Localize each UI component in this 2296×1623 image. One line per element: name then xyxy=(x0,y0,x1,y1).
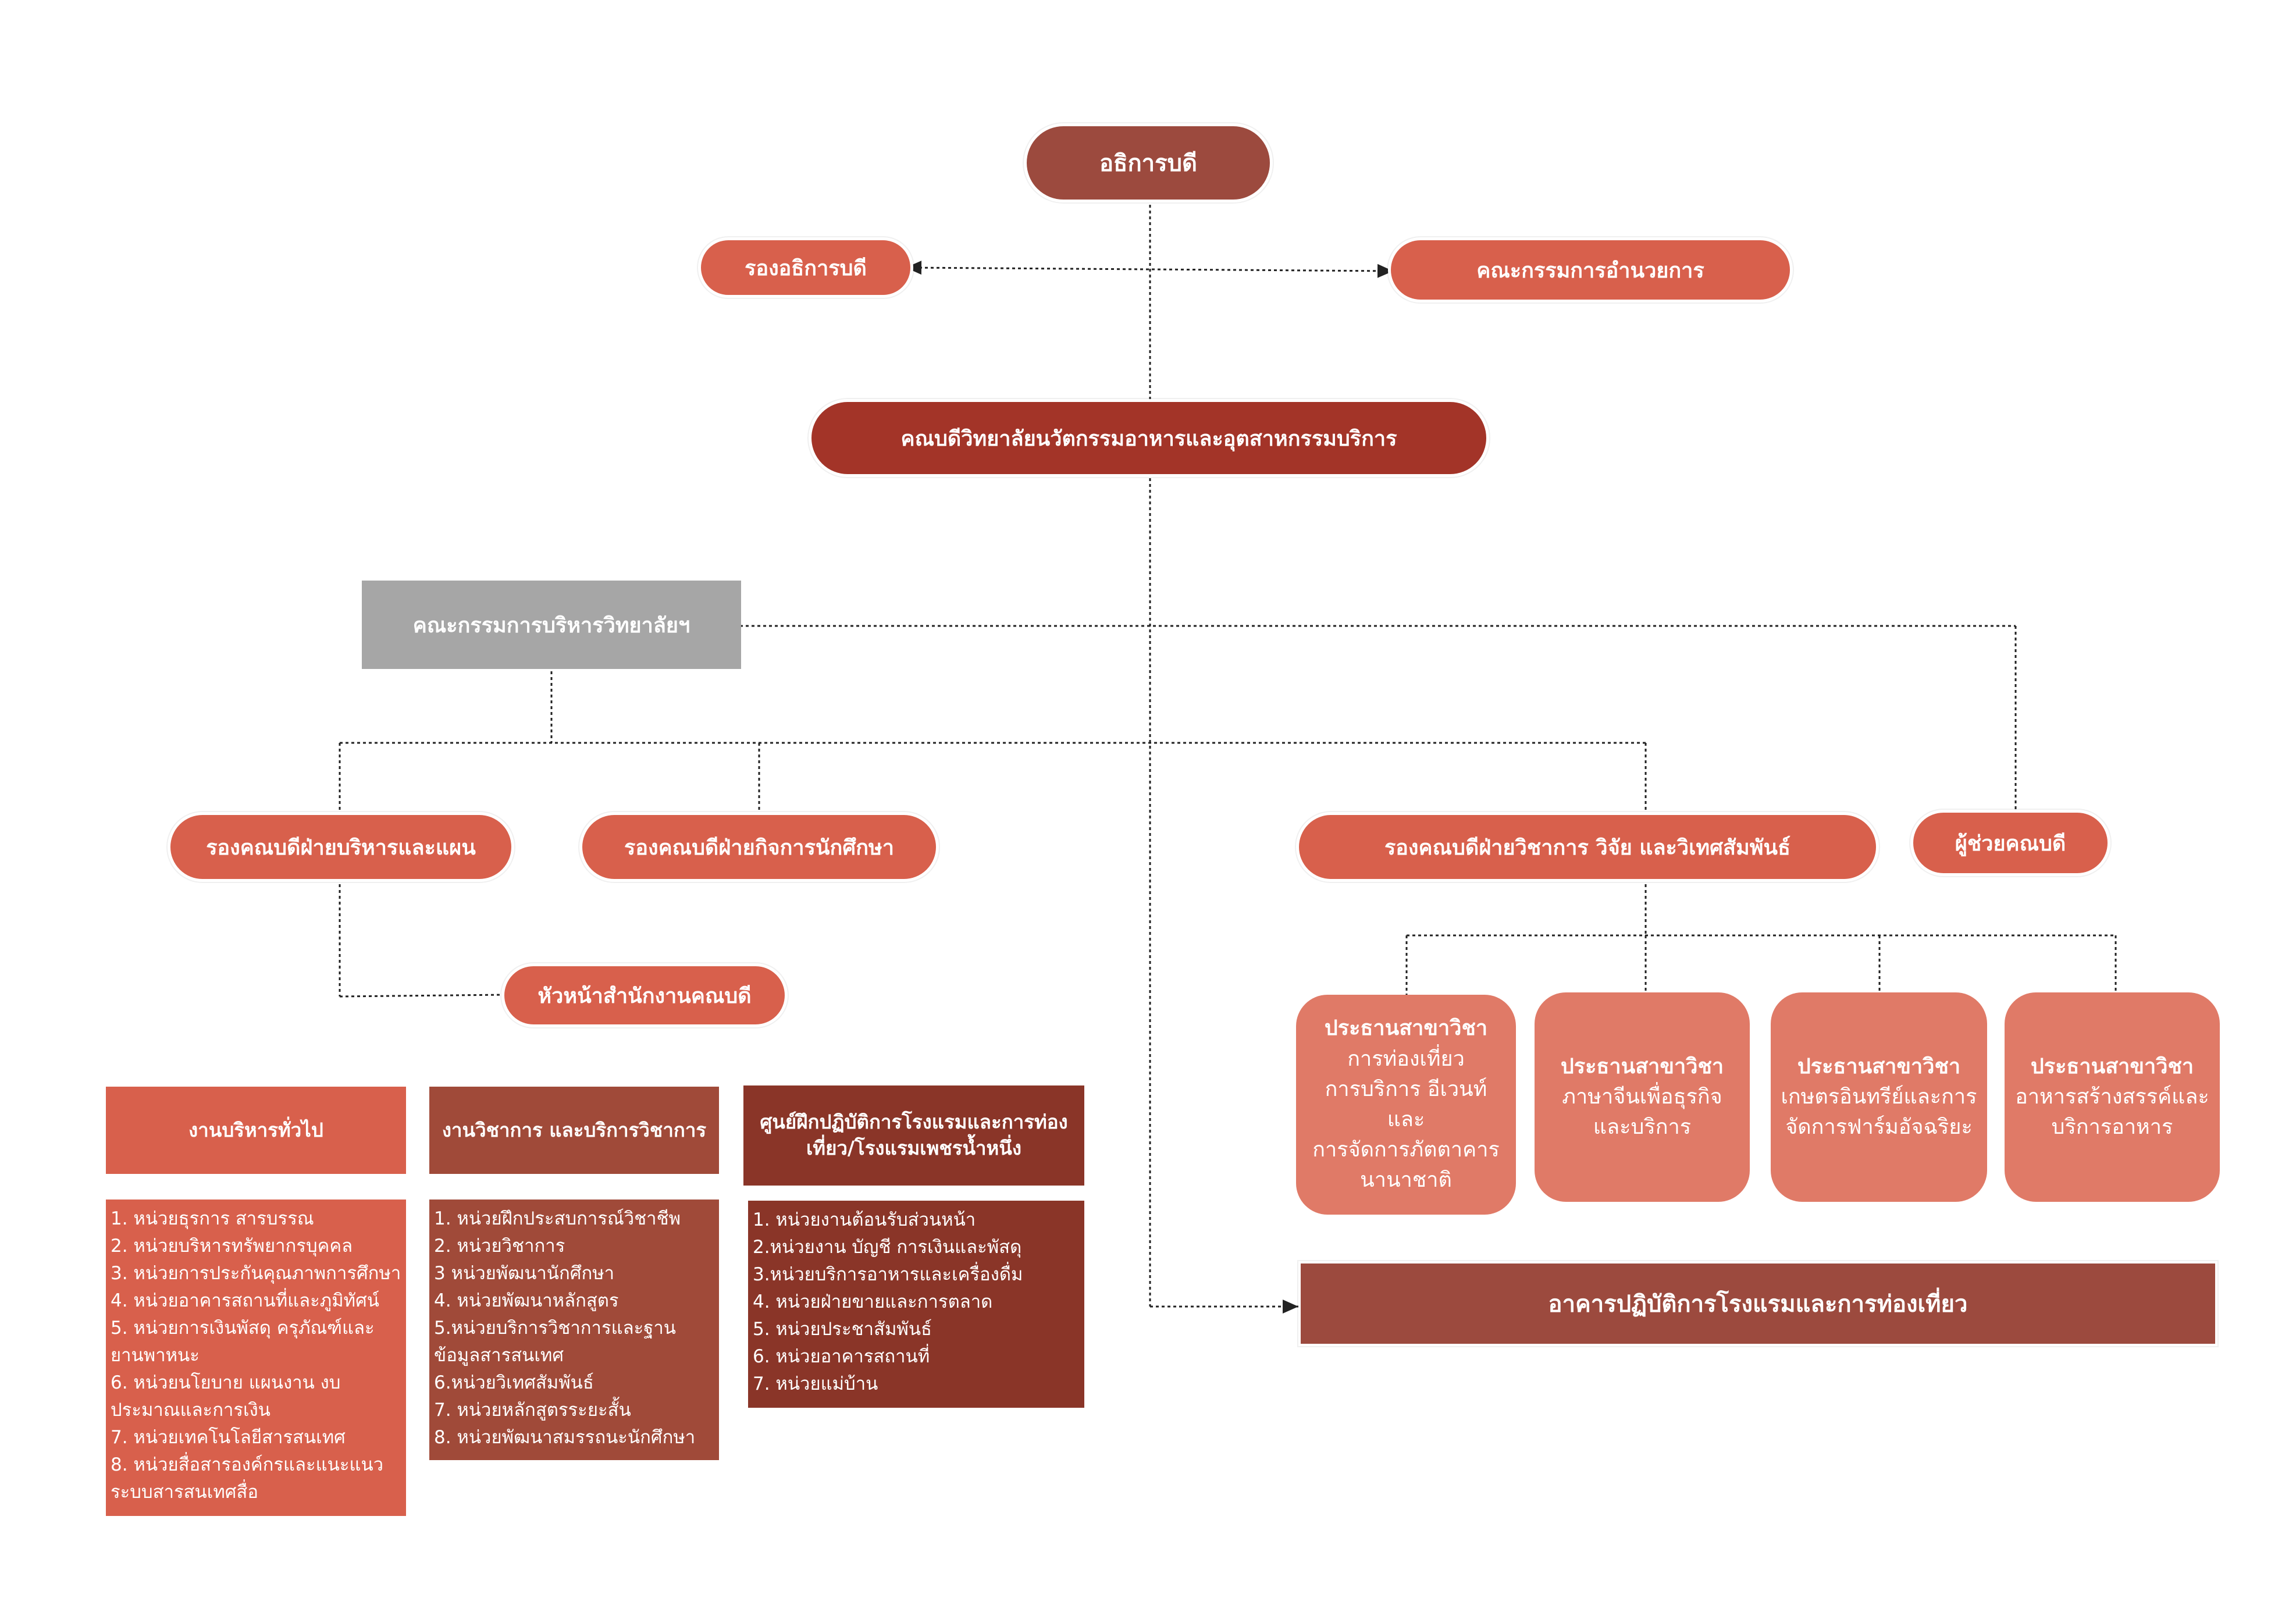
list-item: 6.หน่วยวิเทศสัมพันธ์ xyxy=(434,1372,594,1393)
president-node: อธิการบดี xyxy=(1024,123,1273,202)
hotel-training-header: ศูนย์ฝึกปฏิบัติการโรงแรมและการท่องเที่ยว… xyxy=(743,1085,1084,1186)
academic-service-list: 1. หน่วยฝึกประสบการณ์วิชาชีพ 2. หน่วยวิช… xyxy=(429,1200,719,1460)
dean-node: คณบดีวิทยาลัยนวัตกรรมอาหารและอุตสาหกรรมบ… xyxy=(809,399,1489,477)
list-item: 5.หน่วยบริการวิชาการและฐานข้อมูลสารสนเทศ xyxy=(434,1318,676,1366)
hotel-building-node: อาคารปฏิบัติการโรงแรมและการท่องเที่ยว xyxy=(1298,1261,2217,1346)
program-line: การท่องเที่ยว xyxy=(1347,1047,1465,1071)
vice-president-node: รองอธิการบดี xyxy=(698,237,913,298)
list-item: 3. หน่วยการประกันคุณภาพการศึกษา xyxy=(111,1263,401,1284)
list-item: 5. หน่วยการเงินพัสดุ ครุภัณฑ์และยานพาหนะ xyxy=(111,1318,375,1366)
list-item: 8. หน่วยพัฒนาสมรรถนะนักศึกษา xyxy=(434,1427,696,1448)
program-line: อาหารสร้างสรรค์และ xyxy=(2015,1084,2209,1109)
executive-committee-node: คณะกรรมการอำนวยการ xyxy=(1388,237,1793,302)
office-head-node: หัวหน้าสำนักงานคณบดี xyxy=(501,963,788,1027)
program-chair-tourism: ประธานสาขาวิชา การท่องเที่ยว การบริการ อ… xyxy=(1296,995,1516,1215)
list-item: 2. หน่วยบริหารทรัพยากรบุคคล xyxy=(111,1236,353,1257)
list-item: 4. หน่วยพัฒนาหลักสูตร xyxy=(434,1290,619,1311)
assistant-dean-node: ผู้ช่วยคณบดี xyxy=(1910,810,2110,876)
program-line: ภาษาจีนเพื่อธุรกิจ xyxy=(1562,1084,1722,1109)
general-admin-list: 1. หน่วยธุรการ สารบรรณ 2. หน่วยบริหารทรั… xyxy=(106,1200,406,1516)
list-item: 3.หน่วยบริการอาหารและเครื่องดื่ม xyxy=(753,1264,1023,1285)
list-item: 6. หน่วยอาคารสถานที่ xyxy=(753,1346,930,1367)
list-item: 3 หน่วยพัฒนานักศึกษา xyxy=(434,1263,615,1284)
general-admin-header: งานบริหารทั่วไป xyxy=(106,1087,406,1174)
hotel-training-list: 1. หน่วยงานต้อนรับส่วนหน้า 2.หน่วยงาน บั… xyxy=(748,1201,1084,1408)
list-item: 2. หน่วยวิชาการ xyxy=(434,1236,565,1257)
list-item: 4. หน่วยฝ่ายขายและการตลาด xyxy=(753,1291,993,1312)
list-item: 7. หน่วยเทคโนโลยีสารสนเทศ xyxy=(111,1427,346,1448)
academic-service-header: งานวิชาการ และบริการวิชาการ xyxy=(429,1087,719,1174)
program-chair-agriculture: ประธานสาขาวิชา เกษตรอินทรีย์และการ จัดกา… xyxy=(1771,992,1987,1202)
program-title: ประธานสาขาวิชา xyxy=(1324,1016,1488,1041)
program-line: จัดการฟาร์มอัจฉริยะ xyxy=(1785,1115,1973,1140)
list-item: 8. หน่วยสื่อสารองค์กรและแนะแนวระบบสารสนเ… xyxy=(111,1454,384,1503)
vice-dean-admin-node: รองคณบดีฝ่ายบริหารและแผน xyxy=(168,812,514,882)
program-line: เกษตรอินทรีย์และการ xyxy=(1781,1084,1977,1109)
list-item: 5. หน่วยประชาสัมพันธ์ xyxy=(753,1319,932,1340)
program-line: บริการอาหาร xyxy=(2051,1115,2173,1140)
program-chair-chinese: ประธานสาขาวิชา ภาษาจีนเพื่อธุรกิจ และบริ… xyxy=(1535,992,1750,1202)
program-title: ประธานสาขาวิชา xyxy=(1797,1054,1961,1079)
program-line: การจัดการภัตตาคาร xyxy=(1312,1138,1500,1162)
list-item: 1. หน่วยงานต้อนรับส่วนหน้า xyxy=(753,1209,976,1230)
program-line: และบริการ xyxy=(1593,1115,1692,1140)
list-item: 7. หน่วยหลักสูตรระยะสั้น xyxy=(434,1400,631,1421)
program-title: ประธานสาขาวิชา xyxy=(1560,1054,1724,1079)
list-item: 4. หน่วยอาคารสถานที่และภูมิทัศน์ xyxy=(111,1290,379,1311)
vice-dean-academic-node: รองคณบดีฝ่ายวิชาการ วิจัย และวิเทศสัมพัน… xyxy=(1296,812,1879,882)
program-line: การบริการ อีเวนท์ และ xyxy=(1325,1077,1487,1131)
list-item: 6. หน่วยนโยบาย แผนงาน งบประมาณและการเงิน xyxy=(111,1372,341,1421)
program-title: ประธานสาขาวิชา xyxy=(2030,1054,2194,1079)
vice-dean-student-node: รองคณบดีฝ่ายกิจการนักศึกษา xyxy=(579,812,939,882)
program-line: นานาชาติ xyxy=(1360,1168,1452,1193)
list-item: 2.หน่วยงาน บัญชี การเงินและพัสดุ xyxy=(753,1237,1022,1258)
list-item: 7. หน่วยแม่บ้าน xyxy=(753,1373,878,1394)
program-chair-food: ประธานสาขาวิชา อาหารสร้างสรรค์และ บริการ… xyxy=(2005,992,2220,1202)
list-item: 1. หน่วยธุรการ สารบรรณ xyxy=(111,1208,314,1229)
list-item: 1. หน่วยฝึกประสบการณ์วิชาชีพ xyxy=(434,1208,681,1229)
college-committee-node: คณะกรรมการบริหารวิทยาลัยฯ xyxy=(362,581,741,669)
